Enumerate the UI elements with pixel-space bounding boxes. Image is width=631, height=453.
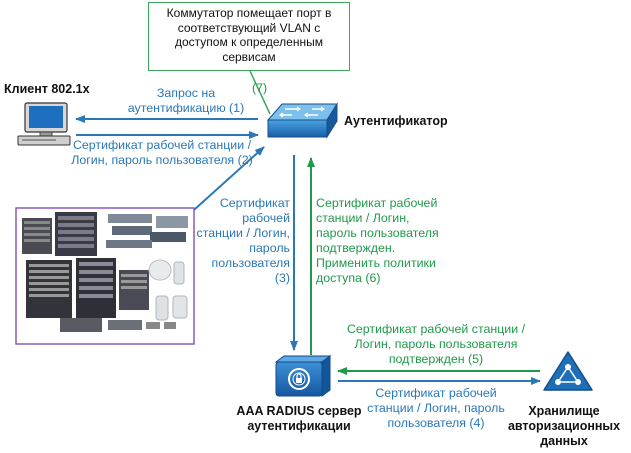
radius-server-label: AAA RADIUS сервер аутентификации — [236, 404, 362, 433]
message-2: Сертификат рабочей станции / Логин, паро… — [71, 138, 253, 167]
switch-icon — [266, 102, 338, 139]
client-label: Клиент 802.1x — [4, 82, 90, 96]
radius-server-icon — [274, 355, 332, 397]
message-3: Сертификат рабочей станции / Логин, паро… — [196, 196, 290, 285]
message-1: Запрос на аутентификацию (1) — [127, 86, 245, 115]
arrow-3 — [184, 146, 265, 219]
message-6: Сертификат рабочей станции / Логин, паро… — [316, 196, 439, 285]
vlan-note: Коммутатор помещает порт в соответствующ… — [148, 2, 350, 71]
message-5: Сертификат рабочей станции / Логин, паро… — [346, 322, 526, 366]
message-4: Сертификат рабочей станции / Логин, паро… — [367, 386, 505, 430]
equipment-photo — [15, 207, 195, 345]
computer-icon — [17, 102, 71, 146]
database-icon — [543, 351, 593, 391]
note-connector — [249, 70, 271, 115]
step-7-label: (7) — [252, 81, 268, 95]
store-label: Хранилище авторизационных данных — [507, 404, 621, 448]
authenticator-label: Аутентификатор — [344, 114, 448, 128]
